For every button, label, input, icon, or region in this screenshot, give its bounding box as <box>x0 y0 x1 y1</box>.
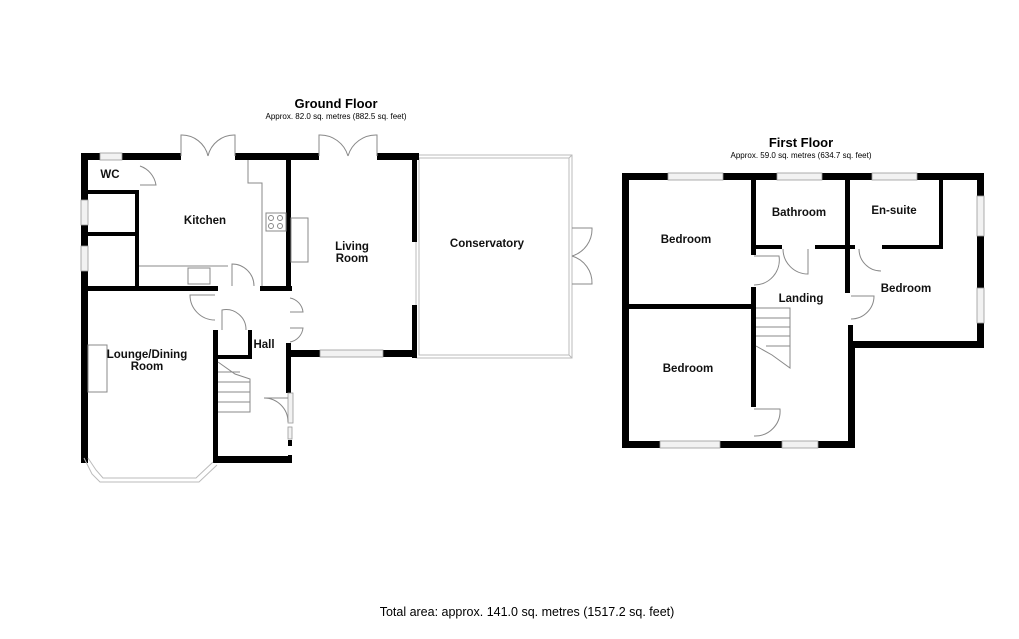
room-label-landing: Landing <box>779 293 824 305</box>
room-label-hall: Hall <box>253 339 274 351</box>
conservatory-frame <box>415 154 573 359</box>
first-stairs <box>755 307 791 369</box>
room-label-bedroom-2: Bedroom <box>881 283 931 295</box>
room-label-conservatory: Conservatory <box>450 238 525 250</box>
ground-doors <box>139 134 593 423</box>
room-label-ensuite: En-suite <box>871 205 916 217</box>
first-floor-title: First Floor <box>769 135 833 150</box>
ground-walls <box>81 153 419 463</box>
ground-windows <box>80 152 384 440</box>
ground-floor-area: Approx. 82.0 sq. metres (882.5 sq. feet) <box>266 112 407 121</box>
room-label-living-1: Living <box>335 241 369 253</box>
room-label-lounge-2: Room <box>131 361 164 373</box>
ground-floor-plan: Ground Floor Approx. 82.0 sq. metres (88… <box>80 96 593 483</box>
ground-floor-title: Ground Floor <box>294 96 377 111</box>
first-doors <box>753 248 882 437</box>
room-label-bedroom-1: Bedroom <box>661 234 711 246</box>
room-label-living-2: Room <box>336 253 369 265</box>
first-windows <box>659 172 985 449</box>
room-label-lounge-1: Lounge/Dining <box>107 349 187 361</box>
first-floor-area: Approx. 59.0 sq. metres (634.7 sq. feet) <box>731 151 872 160</box>
ground-fixtures <box>87 160 309 413</box>
total-area: Total area: approx. 141.0 sq. metres (15… <box>380 605 675 619</box>
room-label-kitchen: Kitchen <box>184 215 226 227</box>
room-label-bedroom-3: Bedroom <box>663 363 713 375</box>
room-label-wc: WC <box>100 169 119 181</box>
first-floor-plan: First Floor Approx. 59.0 sq. metres (634… <box>622 135 985 449</box>
room-label-bathroom: Bathroom <box>772 207 826 219</box>
ground-stairs <box>217 361 251 413</box>
bay-window <box>83 457 218 483</box>
